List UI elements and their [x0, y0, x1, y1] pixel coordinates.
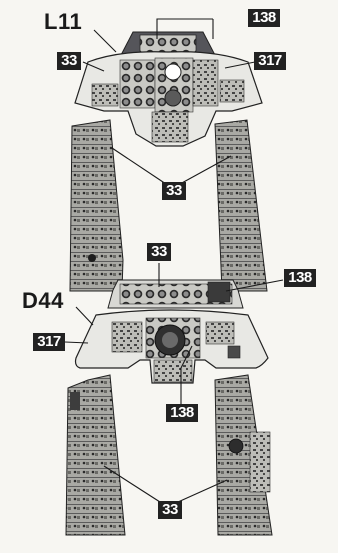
bottom-cockpit-label: D44: [22, 288, 64, 313]
top-cockpit: [69, 31, 268, 292]
tag-138-bottom-upper: 138: [284, 269, 316, 287]
bottom-cockpit: [65, 279, 273, 536]
tag-138-bottom-lower: 138: [166, 404, 198, 422]
top-left-console: [69, 119, 124, 292]
bottom-left-console: [65, 374, 126, 536]
tag-33-top-panel: 33: [57, 52, 81, 70]
bottom-right-console: [214, 374, 273, 536]
tag-138-top: 138: [248, 9, 280, 27]
tag-317-bottom: 317: [33, 333, 65, 351]
tag-33-top-consoles: 33: [162, 182, 186, 200]
leader-lines: [64, 18, 284, 503]
tag-33-bottom-coaming: 33: [147, 243, 171, 261]
top-cockpit-label: L11: [44, 9, 83, 34]
tag-317-top: 317: [254, 52, 286, 70]
tag-33-bottom-consoles: 33: [158, 501, 182, 519]
top-right-console: [214, 119, 268, 292]
